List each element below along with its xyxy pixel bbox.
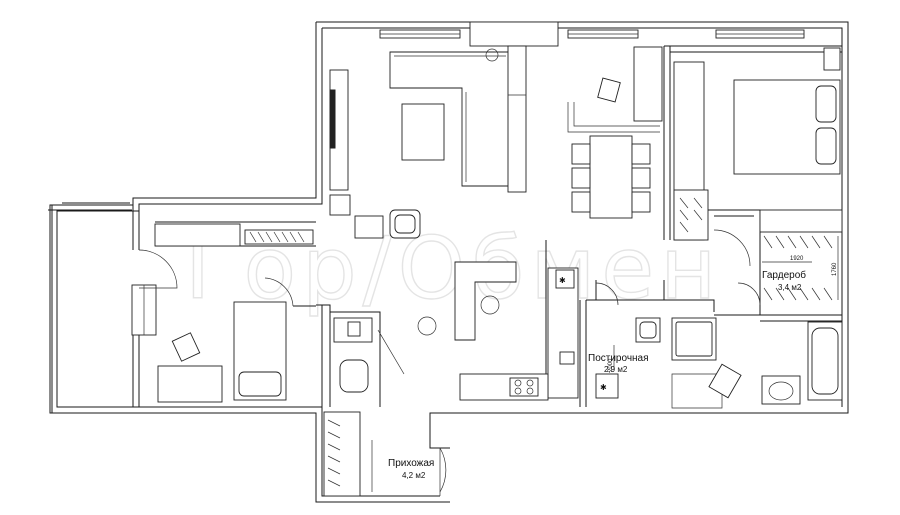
bedroom-right	[673, 47, 841, 267]
wardrobe-room: 1920 1760	[759, 209, 843, 301]
dining-area	[567, 46, 663, 219]
room-labels: Гардероб 3,4 м2 Постирочная 2,9 м2 Прихо…	[388, 269, 806, 480]
toilet	[339, 359, 369, 393]
svg-text:✱: ✱	[600, 383, 607, 392]
office-chair	[597, 77, 621, 103]
kitchen-island	[454, 261, 517, 341]
hallway-area: 4,2 м2	[402, 471, 426, 480]
svg-text:✱: ✱	[559, 276, 566, 285]
hallway-name: Прихожая	[388, 458, 434, 469]
bathroom	[333, 282, 843, 409]
dining-table	[589, 135, 633, 219]
laundry-room: ✱ 2000	[595, 282, 661, 399]
svg-text:1920: 1920	[790, 256, 804, 262]
hallway-room	[323, 411, 447, 497]
laundry-name: Постирочная	[588, 353, 649, 364]
kitchen: ✱	[417, 261, 579, 401]
windows	[379, 21, 805, 47]
interior-walls	[132, 45, 842, 407]
tv-unit	[329, 89, 336, 149]
svg-text:1760: 1760	[832, 262, 838, 276]
living-room	[329, 45, 527, 239]
bedroom-left	[131, 223, 314, 403]
laundry-area: 2,9 м2	[604, 365, 628, 374]
armchair	[171, 332, 201, 362]
coffee-table	[401, 103, 445, 161]
wardrobe-area: 3,4 м2	[778, 283, 802, 292]
svg-text:2000: 2000	[608, 358, 614, 372]
wardrobe-name: Гардероб	[762, 269, 806, 281]
